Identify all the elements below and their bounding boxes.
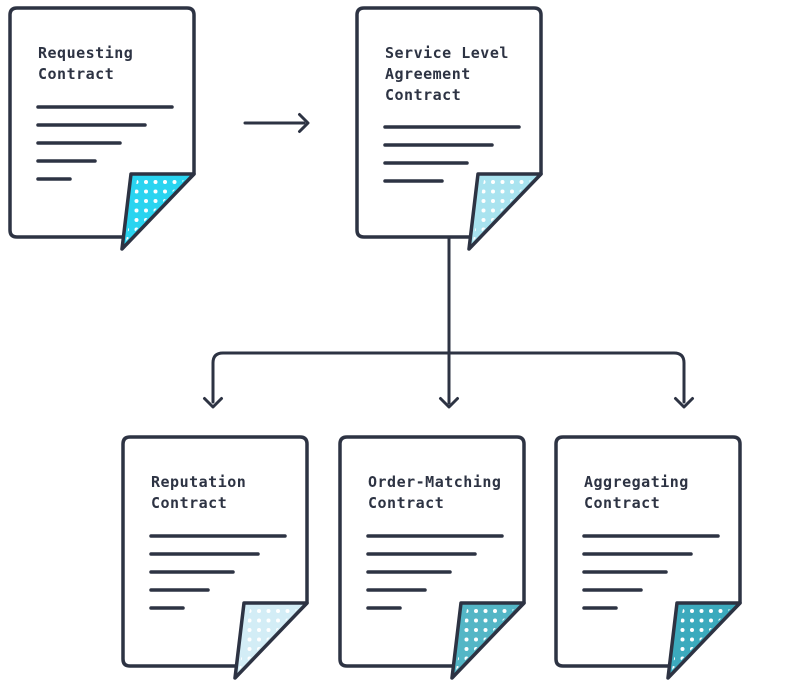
- fold-dot-pattern: [126, 180, 184, 241]
- document-title-line: Order-Matching: [368, 473, 501, 491]
- document-title-line: Service Level: [385, 44, 509, 62]
- arrow-down-head-icon: [674, 397, 694, 409]
- fold-dot-pattern: [672, 609, 730, 670]
- fold-dot-pattern: [239, 609, 297, 670]
- arrow-requesting-to-sla: [243, 113, 310, 133]
- document-title-line: Contract: [38, 65, 114, 83]
- document-reputation-contract: Reputation Contract: [121, 435, 309, 680]
- document-title-line: Aggregating: [584, 473, 689, 491]
- document-requesting-contract: Requesting Contract: [8, 6, 196, 251]
- document-title-line: Agreement: [385, 65, 471, 83]
- document-service-level-agreement-contract: Service Level Agreement Contract: [355, 6, 543, 251]
- arrow-sla-to-order-matching: [439, 236, 459, 409]
- fold-dot-pattern: [473, 180, 531, 241]
- document-aggregating-contract: Aggregating Contract: [554, 435, 742, 680]
- document-order-matching-contract: Order-Matching Contract: [338, 435, 526, 680]
- arrow-down-head-icon: [203, 397, 223, 409]
- arrow-down-head-icon: [439, 397, 459, 409]
- fold-dot-pattern: [456, 609, 514, 670]
- branch-connector: [203, 351, 694, 409]
- document-title-line: Contract: [385, 86, 461, 104]
- arrow-right-head-icon: [298, 113, 310, 133]
- document-title-line: Contract: [584, 494, 660, 512]
- document-title-line: Contract: [151, 494, 227, 512]
- document-title-line: Requesting: [38, 44, 133, 62]
- document-title-line: Reputation: [151, 473, 246, 491]
- document-title-line: Contract: [368, 494, 444, 512]
